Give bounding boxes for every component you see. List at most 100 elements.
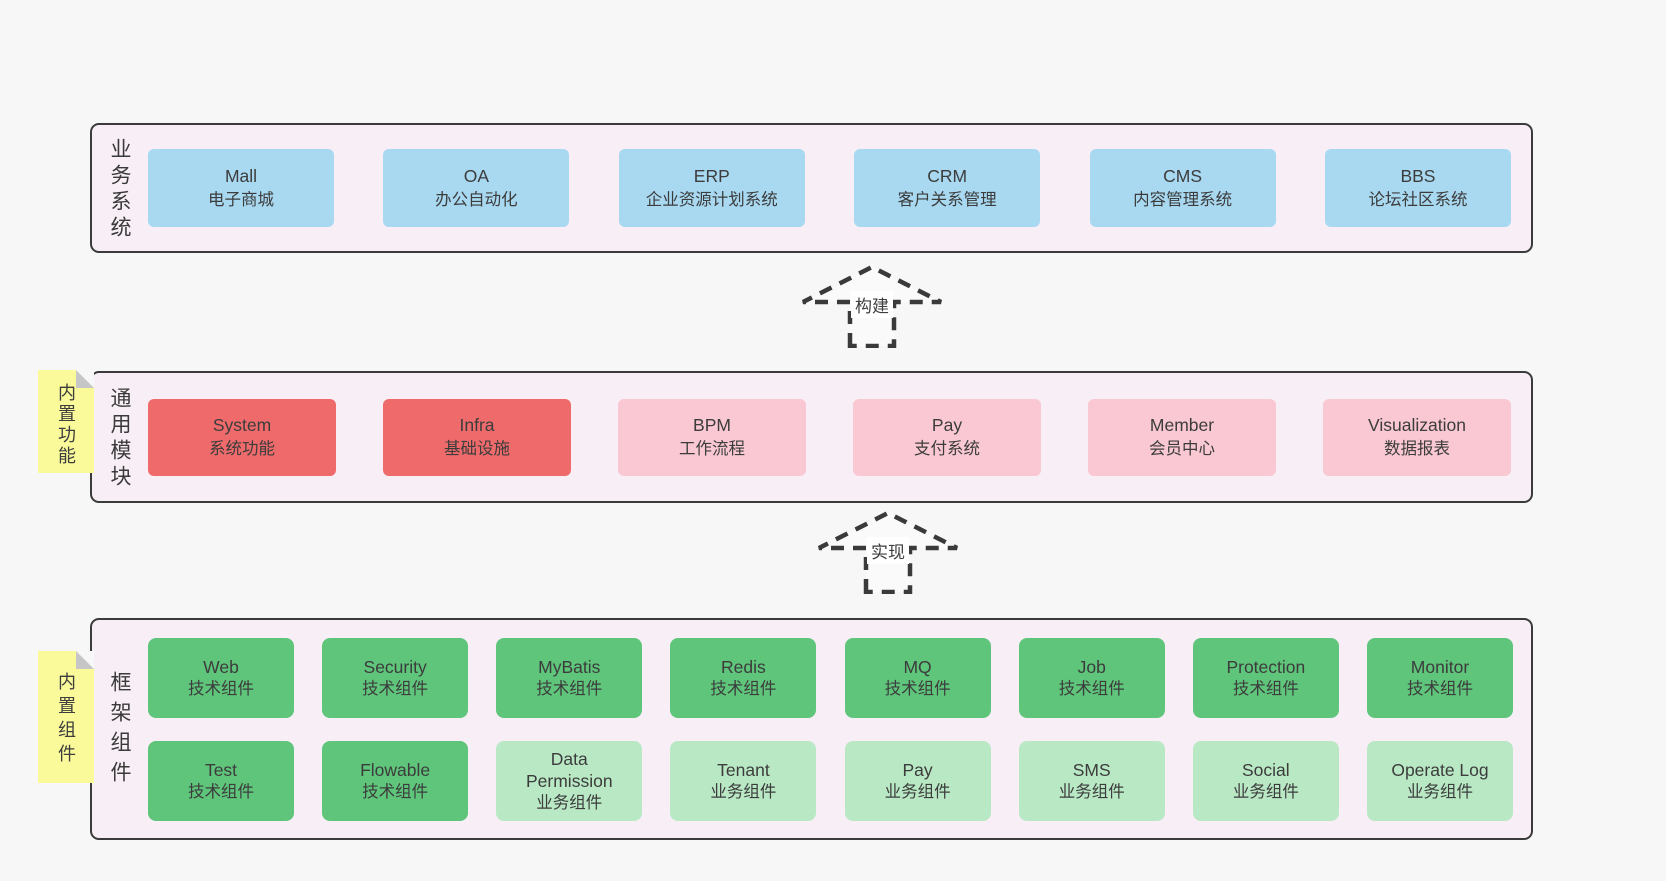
box-subtitle: 技术组件 [188, 679, 254, 698]
box-flowable: Flowable 技术组件 [322, 740, 469, 821]
box-title: Data Permission [526, 748, 613, 791]
box-title: MQ [903, 656, 932, 677]
sticky-note-builtin-components: 内置组件 [38, 651, 94, 783]
box-title: Redis [721, 656, 766, 677]
box-web: Web 技术组件 [148, 637, 294, 718]
box-subtitle: 业务组件 [536, 793, 603, 812]
box-redis: Redis 技术组件 [670, 637, 817, 718]
box-title: Protection [1226, 656, 1306, 677]
box-subtitle: 内容管理系统 [1133, 191, 1233, 209]
box-subtitle: 技术组件 [362, 782, 429, 801]
box-title: System [212, 415, 272, 435]
box-title: Mall [224, 166, 258, 186]
box-title: Pay [931, 415, 963, 435]
box-title: SMS [1072, 759, 1111, 780]
arrow-implement-label: 实现 [867, 537, 909, 564]
box-mq: MQ 技术组件 [844, 637, 991, 718]
framework-boxes-grid: Web 技术组件 Security 技术组件 MyBatis 技术组件 Redi… [146, 620, 1531, 838]
sticky-note-text: 内置功能 [56, 383, 76, 467]
sticky-note-builtin-features: 内置功能 [38, 370, 94, 473]
arrow-build: 构建 [797, 262, 947, 348]
box-subtitle: 企业资源计划系统 [645, 191, 778, 209]
box-sms: SMS 业务组件 [1018, 740, 1165, 821]
box-title: CRM [927, 166, 968, 186]
layer-business-systems: 业务系统 Mall 电子商城 OA 办公自动化 ERP 企业资源计划系统 CRM… [90, 123, 1533, 253]
box-subtitle: 技术组件 [1406, 679, 1473, 698]
box-subtitle: 技术组件 [188, 782, 254, 801]
box-pay-component: Pay 业务组件 [844, 740, 991, 821]
box-tenant: Tenant 业务组件 [670, 740, 817, 821]
box-bpm: BPM 工作流程 [618, 398, 806, 476]
box-subtitle: 业务组件 [710, 782, 777, 801]
box-subtitle: 技术组件 [536, 679, 603, 698]
box-subtitle: 业务组件 [884, 782, 951, 801]
modules-boxes-row: System 系统功能 Infra 基础设施 BPM 工作流程 Pay 支付系统… [146, 373, 1531, 501]
box-mall: Mall 电子商城 [148, 149, 334, 227]
box-subtitle: 技术组件 [1058, 679, 1125, 698]
box-bbs: BBS 论坛社区系统 [1324, 149, 1511, 227]
box-title: Job [1077, 656, 1106, 677]
box-subtitle: 技术组件 [1232, 679, 1299, 698]
box-test: Test 技术组件 [148, 740, 294, 821]
box-monitor: Monitor 技术组件 [1366, 637, 1513, 718]
box-title: ERP [693, 166, 730, 186]
box-subtitle: 系统功能 [209, 440, 275, 458]
box-subtitle: 业务组件 [1232, 782, 1299, 801]
box-title: Tenant [717, 759, 770, 780]
box-infra: Infra 基础设施 [383, 398, 571, 476]
layer-label-business: 业务系统 [108, 138, 131, 242]
box-pay-module: Pay 支付系统 [853, 398, 1041, 476]
box-data-permission: Data Permission 业务组件 [496, 740, 643, 821]
framework-row-1: Web 技术组件 Security 技术组件 MyBatis 技术组件 Redi… [148, 637, 1513, 718]
box-title: BPM [693, 415, 731, 435]
box-title: Monitor [1410, 656, 1470, 677]
folded-corner-icon [76, 370, 94, 388]
box-title: OA [463, 166, 490, 186]
box-title: Social [1242, 759, 1290, 780]
box-title: Operate Log [1391, 759, 1489, 780]
box-title: Member [1149, 415, 1215, 435]
box-protection: Protection 技术组件 [1192, 637, 1339, 718]
box-subtitle: 办公自动化 [435, 191, 518, 209]
box-crm: CRM 客户关系管理 [854, 149, 1041, 227]
box-subtitle: 电子商城 [208, 191, 274, 209]
box-subtitle: 工作流程 [679, 440, 745, 458]
arrow-build-label: 构建 [851, 291, 893, 318]
arrow-implement: 实现 [813, 508, 963, 594]
box-subtitle: 论坛社区系统 [1368, 191, 1468, 209]
layer-framework-components: 框架组件 Web 技术组件 Security 技术组件 MyBatis 技术组件… [90, 618, 1533, 840]
box-title: BBS [1400, 166, 1436, 186]
box-title: Security [363, 656, 427, 677]
box-title: MyBatis [538, 656, 601, 677]
folded-corner-icon [76, 651, 94, 669]
box-title: Visualization [1368, 415, 1466, 435]
box-subtitle: 客户关系管理 [897, 191, 997, 209]
box-subtitle: 业务组件 [1058, 782, 1125, 801]
box-operate-log: Operate Log 业务组件 [1366, 740, 1513, 821]
sticky-note-text: 内置组件 [56, 672, 76, 768]
box-system: System 系统功能 [148, 398, 336, 476]
box-title: Infra [459, 415, 495, 435]
box-subtitle: 技术组件 [710, 679, 777, 698]
box-oa: OA 办公自动化 [383, 149, 570, 227]
box-title: Test [204, 759, 238, 780]
box-security: Security 技术组件 [322, 637, 469, 718]
box-cms: CMS 内容管理系统 [1089, 149, 1276, 227]
box-title: Web [203, 656, 239, 677]
box-member: Member 会员中心 [1088, 398, 1276, 476]
business-boxes-row: Mall 电子商城 OA 办公自动化 ERP 企业资源计划系统 CRM 客户关系… [146, 125, 1531, 251]
box-social: Social 业务组件 [1192, 740, 1339, 821]
box-erp: ERP 企业资源计划系统 [618, 149, 805, 227]
box-title: Flowable [360, 759, 431, 780]
box-subtitle: 会员中心 [1149, 440, 1215, 458]
box-subtitle: 业务组件 [1406, 782, 1473, 801]
box-title: Pay [902, 759, 933, 780]
framework-row-2: Test 技术组件 Flowable 技术组件 Data Permission … [148, 740, 1513, 821]
layer-label-modules: 通用模块 [108, 387, 131, 491]
box-subtitle: 基础设施 [444, 440, 510, 458]
box-subtitle: 技术组件 [362, 679, 429, 698]
box-title: CMS [1163, 166, 1202, 186]
box-subtitle: 技术组件 [884, 679, 951, 698]
box-job: Job 技术组件 [1018, 637, 1165, 718]
